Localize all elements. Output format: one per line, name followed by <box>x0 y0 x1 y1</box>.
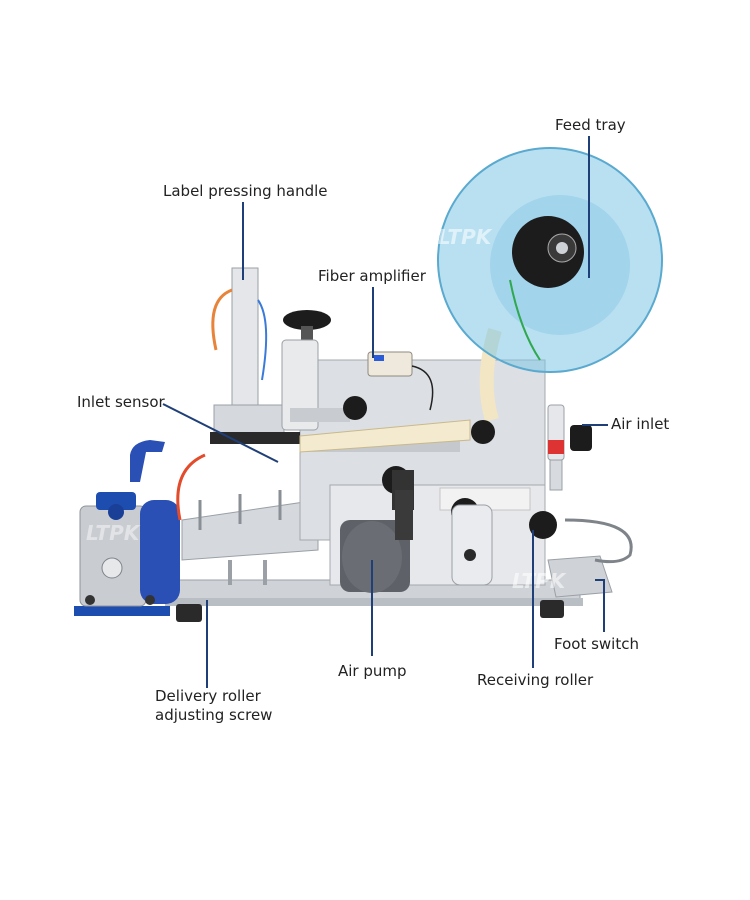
pressing-handle-column <box>210 267 300 444</box>
top-knob-assembly <box>281 310 367 431</box>
label-label-pressing-handle: Label pressing handle <box>163 182 328 200</box>
leader-lines <box>162 136 608 688</box>
label-fiber-amplifier: Fiber amplifier <box>318 267 426 285</box>
fiber-amplifier <box>367 351 434 411</box>
feed-tray <box>437 147 663 373</box>
foot-switch <box>547 518 633 598</box>
label-feed-tray: Feed tray <box>555 116 626 134</box>
label-delivery-roller-adjusting-screw: Delivery roller adjusting screw <box>155 687 295 725</box>
watermark-text: LTPK <box>438 225 493 249</box>
label-foot-switch: Foot switch <box>554 635 639 653</box>
air-pump-motor <box>340 490 413 593</box>
label-delivery-roller-line1: Delivery roller <box>155 687 261 705</box>
watermark-text: LTPK <box>86 521 141 545</box>
leader-inlet-sensor <box>162 403 279 463</box>
feed-guide <box>176 453 319 585</box>
vacuum-pump <box>74 440 180 616</box>
watermark-text: LTPK <box>512 569 567 593</box>
main-panel <box>299 359 546 586</box>
label-air-pump: Air pump <box>338 662 407 680</box>
leader-foot-switch <box>595 579 605 632</box>
label-delivery-roller-line2: adjusting screw <box>155 706 273 724</box>
label-air-inlet: Air inlet <box>611 415 670 433</box>
air-inlet-filter <box>547 404 592 491</box>
label-receiving-roller: Receiving roller <box>477 671 594 689</box>
label-inlet-sensor: Inlet sensor <box>77 393 165 411</box>
